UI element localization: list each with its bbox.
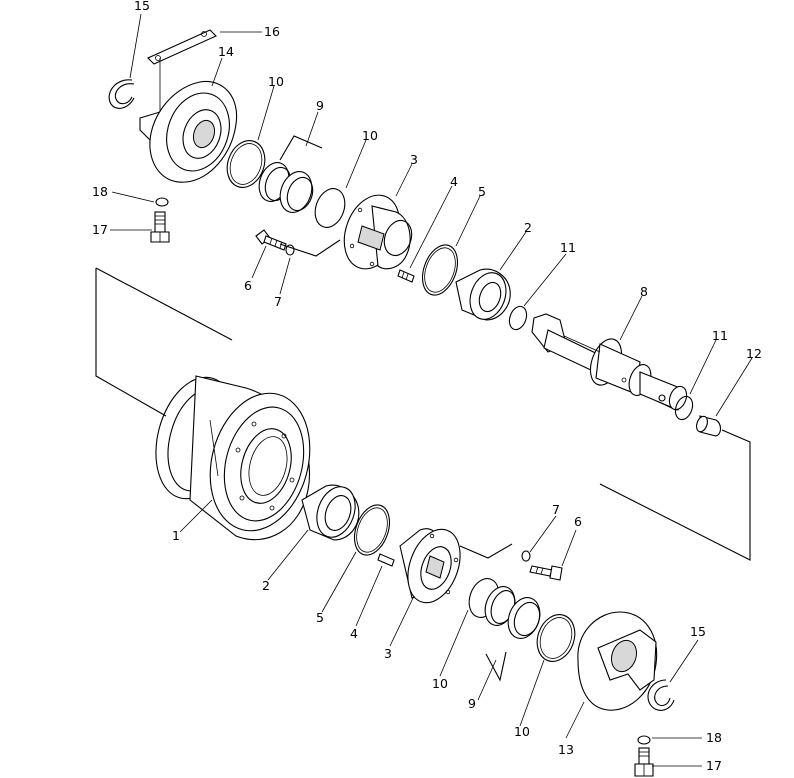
callout-14: 14 (218, 44, 234, 59)
washer-bottom (637, 735, 651, 745)
floating-seal-top (258, 162, 314, 213)
callout-5-bottom: 5 (316, 610, 324, 625)
callout-16: 16 (264, 24, 280, 39)
bushing-bottom (301, 484, 360, 541)
callout-4-bottom: 4 (350, 626, 358, 641)
callout-10-d: 10 (514, 724, 530, 739)
floating-seal-bottom (484, 586, 541, 639)
o-ring-large-bottom (353, 504, 391, 556)
callout-9-bottom: 9 (468, 696, 476, 711)
snap-ring-top (108, 79, 135, 109)
snap-ring-bottom (647, 679, 675, 711)
callout-12: 12 (746, 346, 762, 361)
bolt-bottom (634, 747, 654, 777)
callout-10-c: 10 (432, 676, 448, 691)
lock-washer-bottom (521, 550, 531, 562)
leader-lines (110, 13, 753, 767)
callout-7-bottom: 7 (552, 502, 560, 517)
callout-18-top: 18 (92, 184, 108, 199)
callout-6-top: 6 (244, 278, 252, 293)
callout-5-top: 5 (478, 184, 486, 199)
bushing-top (455, 268, 511, 321)
bolt-right-bottom (529, 565, 563, 581)
callout-10-b: 10 (362, 128, 378, 143)
callout-1: 1 (172, 528, 180, 543)
callout-7-top: 7 (274, 294, 282, 309)
o-ring-top-b (314, 188, 346, 228)
collar-bottom (399, 528, 461, 604)
assembly-bracket-lines (95, 58, 751, 682)
bolt-top (150, 211, 170, 243)
callout-2-bottom: 2 (262, 578, 270, 593)
callout-18-bottom: 18 (706, 730, 722, 745)
callout-6-bottom: 6 (574, 514, 582, 529)
collar-top (343, 194, 413, 270)
washer-top (155, 197, 169, 207)
pin-bottom (377, 553, 395, 567)
callout-2-top: 2 (524, 220, 532, 235)
callout-13: 13 (558, 742, 574, 757)
callout-8: 8 (640, 284, 648, 299)
o-ring-large-top (421, 244, 459, 296)
callout-17-bottom: 17 (706, 758, 722, 773)
callout-17-top: 17 (92, 222, 108, 237)
pin-top (397, 269, 415, 283)
callout-4-top: 4 (450, 174, 458, 189)
plate-top (147, 29, 217, 65)
bolt-left-top (255, 229, 287, 251)
track-roller (155, 375, 311, 541)
callout-11-right: 11 (712, 328, 728, 343)
o-ring-bottom-d (536, 614, 576, 662)
cap-top (139, 80, 238, 183)
callout-10-a: 10 (268, 74, 284, 89)
callout-15-top: 15 (134, 0, 150, 13)
callout-3-bottom: 3 (384, 646, 392, 661)
callout-labels: 15 16 14 10 9 10 3 4 5 2 11 8 11 12 18 1… (92, 0, 762, 773)
callout-11-top: 11 (560, 240, 576, 255)
shaft (531, 313, 688, 411)
callout-9-top: 9 (316, 98, 324, 113)
o-ring-top-a (226, 140, 266, 188)
cap-bottom (577, 611, 658, 711)
o-ring-small-right (674, 395, 694, 421)
callout-3-top: 3 (410, 152, 418, 167)
plug (696, 415, 722, 437)
callout-15-bottom: 15 (690, 624, 706, 639)
o-ring-small-top (508, 305, 528, 331)
